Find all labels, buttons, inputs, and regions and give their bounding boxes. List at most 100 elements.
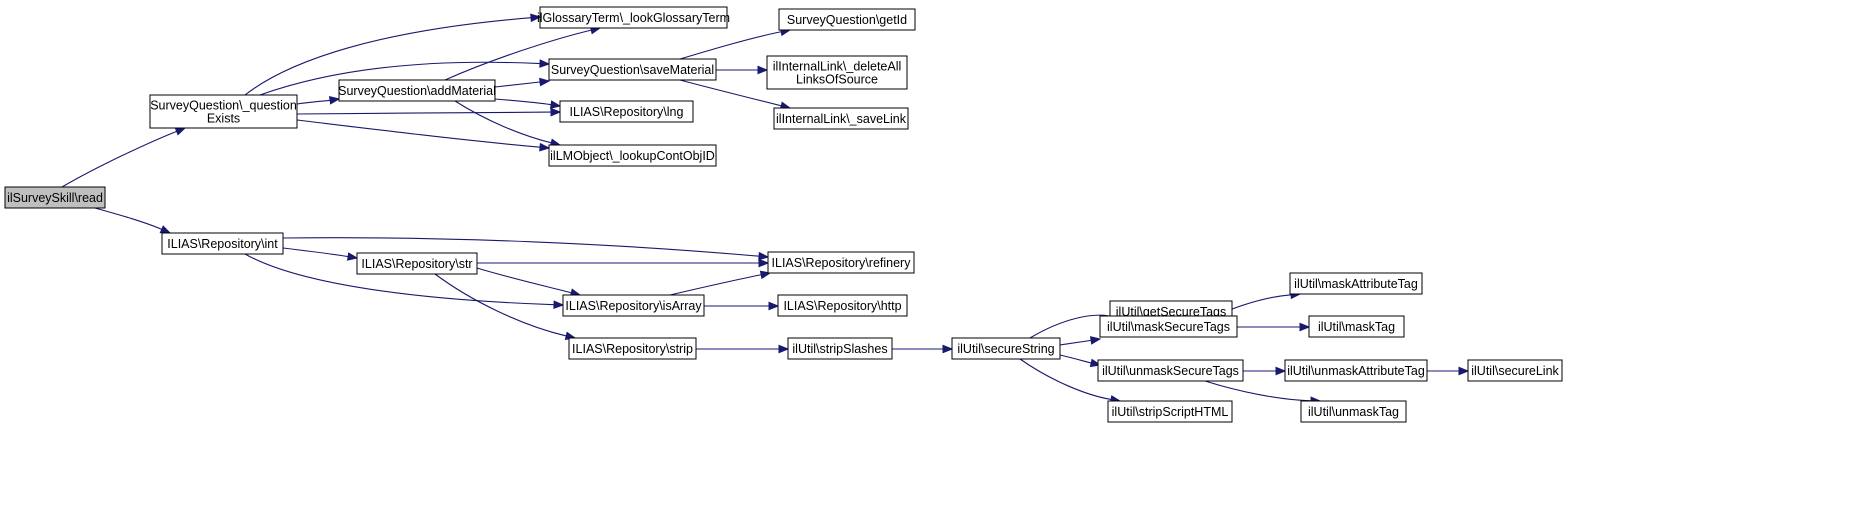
node-label: ilUtil\secureString xyxy=(957,342,1054,356)
node-label: ilLMObject\_lookupContObjID xyxy=(550,149,715,163)
node-label: LinksOfSource xyxy=(796,73,878,87)
edge-isarray-to-http xyxy=(704,301,780,311)
node-label: ilUtil\unmaskAttributeTag xyxy=(1287,364,1425,378)
edge-line xyxy=(434,273,567,337)
edge-line xyxy=(259,61,541,96)
node-box xyxy=(539,6,728,29)
edge-securestring-to-masksecuretags xyxy=(1059,336,1102,346)
edge-line xyxy=(454,100,552,144)
node-label: ilUtil\maskSecureTags xyxy=(1107,320,1230,334)
node-savemat[interactable]: SurveyQuestion\saveMaterial xyxy=(548,58,717,81)
node-stripscript[interactable]: ilUtil\stripScriptHTML xyxy=(1107,400,1233,423)
arrowhead xyxy=(346,252,359,261)
node-lookup[interactable]: ilLMObject\_lookupContObjID xyxy=(548,144,717,167)
node-savelink[interactable]: ilInternalLink\_saveLink xyxy=(773,107,909,130)
edge-qexists-to-lookup xyxy=(296,119,551,152)
node-securelink[interactable]: ilUtil\secureLink xyxy=(1467,359,1563,382)
edge-read-to-int xyxy=(94,207,172,234)
node-glossary[interactable]: ilGlossaryTerm\_lookGlossaryTerm xyxy=(537,6,730,29)
node-refinery[interactable]: ILIAS\Repository\refinery xyxy=(767,251,915,274)
node-box xyxy=(1300,400,1407,423)
arrowhead xyxy=(768,301,780,311)
edge-line xyxy=(244,17,532,96)
node-masktag[interactable]: ilUtil\maskTag xyxy=(1308,315,1405,338)
node-isarray[interactable]: ILIAS\Repository\isArray xyxy=(562,294,705,317)
node-label: ilUtil\secureLink xyxy=(1471,364,1559,378)
edge-line xyxy=(296,119,541,148)
node-label: ILIAS\Repository\int xyxy=(167,237,278,251)
node-box xyxy=(548,58,717,81)
node-unmasktag[interactable]: ilUtil\unmaskTag xyxy=(1300,400,1407,423)
node-unmasksecuretags[interactable]: ilUtil\unmaskSecureTags xyxy=(1097,359,1244,382)
node-box xyxy=(161,232,284,255)
node-label: ILIAS\Repository\str xyxy=(361,257,472,271)
edge-line xyxy=(494,98,552,106)
node-label: ilUtil\unmaskTag xyxy=(1308,405,1399,419)
edge-line xyxy=(1059,354,1092,364)
node-label: ilUtil\stripSlashes xyxy=(792,342,887,356)
node-label: SurveyQuestion\addMaterial xyxy=(338,84,496,98)
node-box xyxy=(149,94,298,129)
arrowhead xyxy=(1299,322,1311,332)
arrowhead xyxy=(550,107,562,117)
edge-qexists-to-addmat xyxy=(296,96,341,105)
arrowhead xyxy=(328,96,341,105)
arrowhead xyxy=(758,258,770,268)
edge-line xyxy=(1019,358,1112,401)
arrowhead xyxy=(778,344,790,354)
arrowhead xyxy=(758,251,770,261)
node-strip[interactable]: ILIAS\Repository\strip xyxy=(568,337,697,360)
node-box xyxy=(1308,315,1405,338)
node-label: ilInternalLink\_saveLink xyxy=(776,112,907,126)
edge-line xyxy=(679,31,782,60)
edge-line xyxy=(494,81,541,88)
arrowhead xyxy=(539,59,551,68)
edge-addmat-to-savemat xyxy=(494,77,551,88)
node-label: ilUtil\unmaskSecureTags xyxy=(1102,364,1239,378)
arrowhead xyxy=(549,100,562,109)
node-label: ILIAS\Repository\http xyxy=(783,299,901,313)
edge-line xyxy=(669,274,762,296)
node-box xyxy=(338,79,496,102)
edge-line xyxy=(244,253,555,306)
node-addmat[interactable]: SurveyQuestion\addMaterial xyxy=(338,79,496,102)
node-str[interactable]: ILIAS\Repository\str xyxy=(356,252,478,275)
edge-int-to-str xyxy=(282,247,359,261)
node-label: ILIAS\Repository\lng xyxy=(570,105,684,119)
node-label: ilInternalLink\_deleteAll xyxy=(773,60,902,74)
edge-line xyxy=(296,111,552,115)
node-read[interactable]: ilSurveySkill\read xyxy=(4,186,106,209)
node-int[interactable]: ILIAS\Repository\int xyxy=(161,232,284,255)
node-box xyxy=(787,337,893,360)
node-label: ILIAS\Repository\strip xyxy=(572,342,693,356)
node-box xyxy=(568,337,697,360)
edge-unmaskattr-to-securelink xyxy=(1426,366,1470,376)
node-box xyxy=(1467,359,1563,382)
node-unmaskattr[interactable]: ilUtil\unmaskAttributeTag xyxy=(1284,359,1428,382)
arrowhead xyxy=(553,300,565,310)
node-http[interactable]: ILIAS\Repository\http xyxy=(777,294,908,317)
node-box xyxy=(4,186,106,209)
node-masksecuretags[interactable]: ilUtil\maskSecureTags xyxy=(1099,315,1238,338)
node-maskattr[interactable]: ilUtil\maskAttributeTag xyxy=(1289,272,1423,295)
node-box xyxy=(766,55,908,90)
node-box xyxy=(548,144,717,167)
edge-addmat-to-lng xyxy=(494,98,562,109)
edge-savemat-to-deleteall xyxy=(716,65,769,75)
node-securestring[interactable]: ilUtil\secureString xyxy=(951,337,1061,360)
edge-savemat-to-getid xyxy=(679,27,792,60)
edge-addmat-to-lookup xyxy=(454,100,562,147)
edge-read-to-qexists xyxy=(61,127,187,188)
node-lng[interactable]: ILIAS\Repository\lng xyxy=(559,100,694,123)
edge-line xyxy=(282,247,349,258)
edge-line xyxy=(61,130,177,188)
node-box xyxy=(559,100,694,123)
edge-line xyxy=(1059,339,1092,346)
node-label: ilGlossaryTerm\_lookGlossaryTerm xyxy=(537,11,730,25)
edge-int-to-isarray xyxy=(244,253,565,310)
node-getid[interactable]: SurveyQuestion\getId xyxy=(778,8,916,31)
arrowhead xyxy=(1089,336,1102,345)
node-stripslashes[interactable]: ilUtil\stripSlashes xyxy=(787,337,893,360)
